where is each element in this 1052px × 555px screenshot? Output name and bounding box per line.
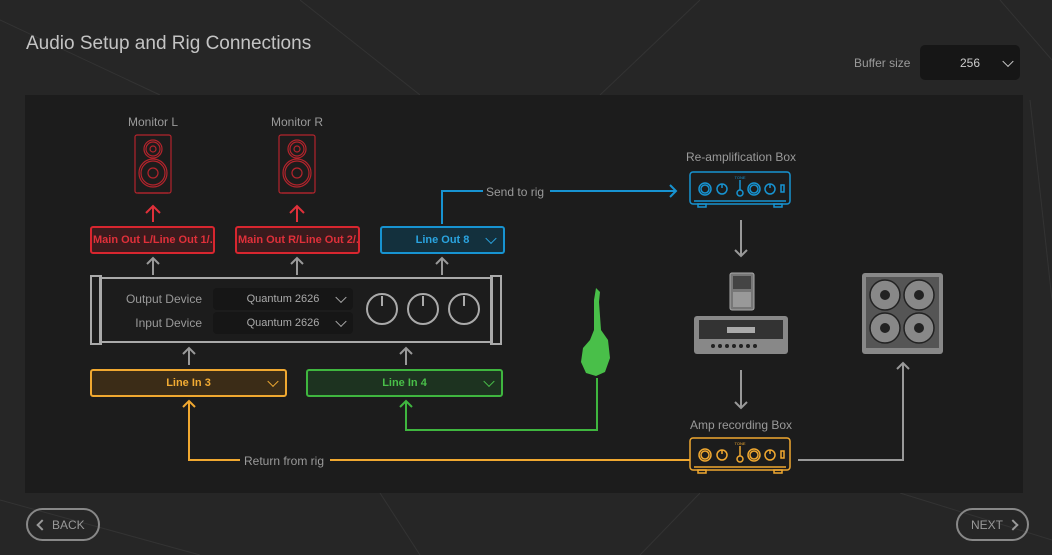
chevron-down-icon [267,375,279,388]
main-out-right-dropdown[interactable]: Main Out R/Line Out 2/... [235,226,360,254]
guitar-cable-line [399,378,598,431]
line-in-4-dropdown[interactable]: Line In 4 [306,369,503,397]
guitar-icon [581,288,610,376]
line-out-8-dropdown[interactable]: Line Out 8 [380,226,505,254]
return-from-rig-label: Return from rig [244,454,325,468]
buffer-size-label: Buffer size [854,56,911,70]
line-in-3-dropdown[interactable]: Line In 3 [90,369,287,397]
send-to-rig-label: Send to rig [486,185,545,199]
rig-diagram-panel [25,95,1023,493]
input-device-label: Input Device [135,316,202,330]
back-button[interactable]: BACK [26,508,100,541]
amp-recording-box-label: Amp recording Box [689,418,793,432]
chevron-left-icon [36,518,48,531]
svg-text:TONE: TONE [734,175,745,180]
chevron-right-icon [1007,518,1019,531]
output-device-dropdown[interactable]: Quantum 2626 [213,288,353,310]
monitor-right-speaker-icon [278,134,316,194]
main-out-left-dropdown[interactable]: Main Out L/Line Out 1/... [90,226,215,254]
chevron-down-icon [485,232,497,245]
buffer-size-dropdown[interactable]: 256 [920,45,1020,80]
audio-interface-icon [90,275,502,345]
pedal-icon [729,272,755,311]
monitor-left-speaker-icon [134,134,172,194]
page-title: Audio Setup and Rig Connections [26,33,312,54]
monitor-right-label: Monitor R [270,115,323,129]
return-from-rig-line [182,399,690,461]
next-button[interactable]: NEXT [956,508,1029,541]
arrow-up-icon [289,204,305,222]
buffer-size-value: 256 [959,55,981,70]
svg-text:TONE: TONE [734,441,745,446]
amp-head-icon [694,316,788,354]
arrow-up-icon [145,204,161,222]
input-device-dropdown[interactable]: Quantum 2626 [213,312,353,334]
speaker-cabinet-icon [862,273,943,354]
send-to-rig-line [441,184,678,224]
chevron-down-icon [483,375,495,388]
output-device-label: Output Device [125,292,202,306]
reamp-box-label: Re-amplification Box [685,150,797,164]
chevron-down-icon [335,291,347,304]
chevron-down-icon [335,315,347,328]
monitor-left-label: Monitor L [127,115,179,129]
